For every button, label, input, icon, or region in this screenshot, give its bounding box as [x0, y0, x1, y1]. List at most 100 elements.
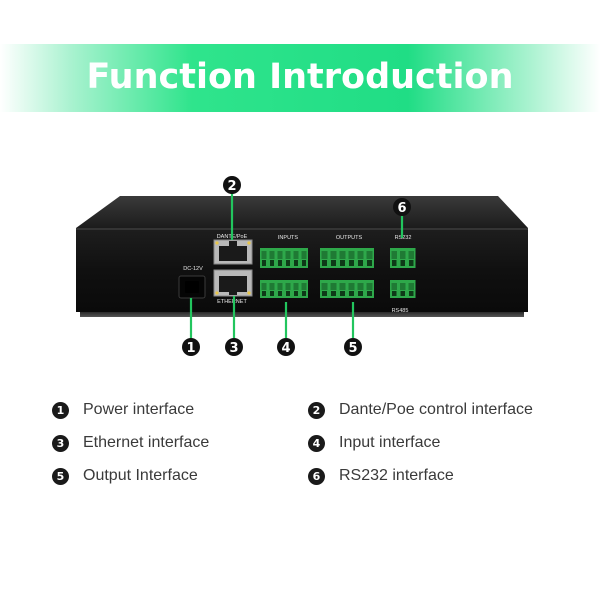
terminal-wire-slot: [358, 291, 363, 296]
legend-item-ethernet: 3 Ethernet interface: [52, 431, 209, 455]
legend-number: 1: [52, 401, 69, 419]
terminal-wire-slot: [270, 260, 274, 266]
ethernet-port: [213, 269, 253, 297]
legend-item-power: 1 Power interface: [52, 398, 194, 422]
terminal-wire-slot: [331, 260, 336, 266]
terminal-screw: [293, 283, 299, 290]
terminal-wire-slot: [367, 260, 372, 266]
terminal-screw: [408, 251, 414, 259]
rs485-label: RS485: [392, 308, 409, 314]
terminal-wire-slot: [340, 260, 345, 266]
legend-number: 2: [308, 401, 325, 419]
title-banner: [0, 44, 600, 112]
svg-text:3: 3: [229, 341, 238, 356]
rs232-terminal-block: [390, 248, 416, 298]
power-jack: [178, 275, 206, 299]
terminal-screw: [339, 283, 346, 290]
ethernet-label: ETHERNET: [217, 299, 247, 305]
dante-port: [213, 239, 253, 265]
terminal-screw: [285, 251, 291, 259]
svg-text:1: 1: [186, 341, 195, 356]
terminal-wire-slot: [367, 291, 372, 296]
terminal-wire-slot: [400, 260, 405, 266]
terminal-wire-slot: [302, 260, 306, 266]
terminal-screw: [357, 283, 364, 290]
legend-label: Output Interface: [83, 467, 198, 484]
terminal-screw: [339, 251, 346, 259]
terminal-wire-slot: [270, 291, 274, 296]
terminal-wire-slot: [322, 291, 327, 296]
terminal-wire-slot: [392, 291, 397, 296]
terminal-screw: [301, 251, 307, 259]
terminal-screw: [301, 283, 307, 290]
terminal-screw: [285, 283, 291, 290]
outputs-terminal-block: [320, 248, 374, 298]
callout-badge-1: 1: [182, 338, 200, 356]
inputs-label: INPUTS: [278, 235, 299, 241]
terminal-screw: [330, 283, 337, 290]
legend-item-output: 5 Output Interface: [52, 464, 198, 488]
terminal-screw: [366, 251, 373, 259]
terminal-wire-slot: [278, 291, 282, 296]
inputs-terminal-block: [260, 248, 308, 298]
callout-badge-3: 3: [225, 338, 243, 356]
terminal-screw: [330, 251, 337, 259]
terminal-screw: [391, 251, 397, 259]
terminal-screw: [261, 251, 267, 259]
svg-text:4: 4: [281, 341, 290, 356]
terminal-connector: [260, 248, 308, 268]
outputs-label: OUTPUTS: [336, 235, 363, 241]
terminal-screw: [277, 283, 283, 290]
terminal-screw: [321, 283, 328, 290]
terminal-screw: [269, 251, 275, 259]
terminal-wire-slot: [286, 260, 290, 266]
legend-item-rs232: 6 RS232 interface: [308, 464, 454, 488]
terminal-wire-slot: [262, 291, 266, 296]
terminal-screw: [366, 283, 373, 290]
callout-badge-2: 2: [223, 176, 241, 194]
legend-label: Power interface: [83, 401, 195, 418]
terminal-wire-slot: [294, 260, 298, 266]
callout-badge-4: 4: [277, 338, 295, 356]
terminal-wire-slot: [409, 260, 414, 266]
terminal-wire-slot: [340, 291, 345, 296]
terminal-wire-slot: [262, 260, 266, 266]
chassis-face: [76, 228, 528, 312]
terminal-screw: [293, 251, 299, 259]
terminal-wire-slot: [358, 260, 363, 266]
svg-text:6: 6: [397, 201, 406, 216]
callout-badge-5: 5: [344, 338, 362, 356]
legend-item-dante: 2 Dante/Poe control interface: [308, 398, 533, 422]
terminal-wire-slot: [302, 291, 306, 296]
terminal-screw: [321, 251, 328, 259]
terminal-wire-slot: [278, 260, 282, 266]
terminal-screw: [408, 283, 414, 290]
terminal-wire-slot: [322, 260, 327, 266]
terminal-connector: [320, 280, 374, 298]
chassis-top: [76, 196, 528, 228]
terminal-wire-slot: [294, 291, 298, 296]
terminal-screw: [391, 283, 397, 290]
chassis-bottom: [80, 312, 524, 317]
terminal-connector: [320, 248, 374, 268]
svg-text:2: 2: [227, 179, 236, 194]
legend-item-input: 4 Input interface: [308, 431, 440, 455]
legend-number: 3: [52, 434, 69, 452]
terminal-screw: [348, 283, 355, 290]
svg-text:5: 5: [348, 341, 357, 356]
legend-label: RS232 interface: [339, 467, 454, 484]
terminal-wire-slot: [392, 260, 397, 266]
dc-label: DC-12V: [183, 266, 203, 272]
terminal-screw: [277, 251, 283, 259]
terminal-screw: [269, 283, 275, 290]
terminal-connector: [260, 280, 308, 298]
terminal-screw: [400, 283, 406, 290]
page-title: Function Introduction: [86, 57, 514, 97]
legend-number: 5: [52, 467, 69, 485]
terminal-wire-slot: [286, 291, 290, 296]
legend-label: Input interface: [339, 434, 441, 451]
terminal-wire-slot: [349, 260, 354, 266]
terminal-screw: [400, 251, 406, 259]
callout-badge-6: 6: [393, 198, 411, 216]
